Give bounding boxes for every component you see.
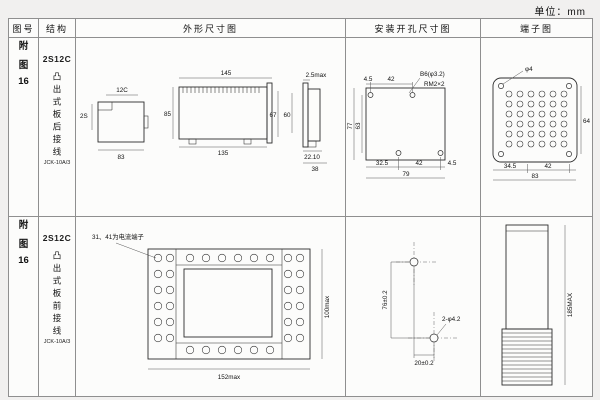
- dim-2s: 2S: [80, 113, 88, 120]
- figure-num: 16: [18, 255, 29, 266]
- figure-char: 附: [18, 220, 29, 231]
- mounting-holes: [409, 257, 439, 343]
- dim-76: 76±0.2: [382, 290, 389, 310]
- dim-phi4: φ4: [525, 66, 533, 73]
- dim-63: 63: [355, 122, 362, 130]
- dim-32-5: 32.5: [376, 160, 389, 167]
- dim-42-terminal: 42: [544, 163, 552, 170]
- terminal-grid: [505, 90, 568, 148]
- dim-77: 77: [347, 122, 354, 130]
- structure-cell-1: 2S12C 凸出式板后接线 JCK-10A/3: [38, 37, 76, 217]
- figure-cell-2: 附 图 16: [8, 216, 39, 397]
- outline-drawing-row1: 12C 2S 83: [80, 70, 328, 173]
- outline-cell-1: 12C 2S 83: [75, 37, 346, 217]
- dim-20: 20±0.2: [414, 360, 434, 367]
- relay-top-view: [91, 94, 149, 151]
- install2-dims: [390, 261, 447, 358]
- outline-drawing-row2: 31、41为电流端子: [92, 232, 331, 381]
- figure-cell-1: 附 图 16: [8, 37, 39, 217]
- col-header-outline: 外形尺寸图: [75, 18, 346, 38]
- dim-12c: 12C: [116, 87, 128, 94]
- structure-model: 2S12C: [42, 233, 72, 243]
- dim-100max: 100max: [324, 295, 331, 318]
- col-header-figure: 图号: [8, 18, 39, 38]
- hole-centerlines: [396, 242, 458, 362]
- terminal-drawing-row2: 185MAX: [501, 224, 574, 386]
- figure-char: 图: [18, 239, 29, 250]
- current-terminal-note: 31、41为电流端子: [92, 232, 144, 241]
- dim-64: 64: [583, 118, 591, 125]
- terminal-cell-2: 185MAX: [480, 216, 593, 397]
- dim-b6: B6(φ3.2): [420, 71, 445, 78]
- unit-label: 单位：mm: [534, 7, 586, 18]
- relay-front-view: [172, 77, 293, 148]
- structure-type: JCK-10A/3: [43, 159, 71, 166]
- dim-60: 60: [283, 112, 291, 119]
- dim-85: 85: [164, 111, 172, 118]
- dim-83-terminal: 83: [531, 173, 539, 180]
- terminal-dims: [493, 86, 582, 181]
- terminal-board: [492, 70, 578, 163]
- col-header-install: 安装开孔尺寸图: [345, 18, 481, 38]
- figure-char: 图: [18, 60, 29, 71]
- figure-char: 附: [18, 41, 29, 52]
- table-row-2: 附 图 16 2S12C 凸出式板前接线 JCK-10A/3 31、41为电流端…: [8, 216, 593, 397]
- dim-2-5max: 2.5max: [306, 72, 328, 79]
- mounting-plate: [353, 77, 446, 179]
- dim-38: 38: [311, 166, 319, 173]
- dim-34-5: 34.5: [504, 163, 517, 170]
- terminal-screws: [153, 253, 305, 355]
- install-drawing-row1: 4.5 42 B6(φ3.2) RM2×2 77 63 32.5 42 4.5 …: [347, 71, 457, 179]
- table-row-1: 附 图 16 2S12C 凸出式板后接线 JCK-10A/3: [8, 37, 593, 217]
- terminal-drawing-row1: φ4 64 34.5 42 83: [492, 66, 591, 181]
- dim-152max: 152max: [218, 374, 241, 381]
- relay-side-profile: [501, 224, 553, 386]
- dim-4-5-bottom: 4.5: [448, 160, 457, 167]
- dim-42-top: 42: [387, 76, 395, 83]
- structure-desc: 凸出式板后接线: [52, 72, 62, 160]
- outline-cell-2: 31、41为电流端子: [75, 216, 346, 397]
- dim-79: 79: [402, 171, 410, 178]
- outline2-dims: [148, 249, 323, 370]
- structure-desc: 凸出式板前接线: [52, 251, 62, 339]
- dim-22-10: 22.10: [304, 154, 320, 161]
- dim-42-bottom: 42: [415, 160, 423, 167]
- dim-185max: 185MAX: [567, 292, 574, 317]
- structure-info: 2S12C 凸出式板后接线 JCK-10A/3: [40, 39, 75, 180]
- figure-num: 16: [18, 76, 29, 87]
- col-header-structure: 结构: [38, 18, 76, 38]
- spec-table: 图号 结构 外形尺寸图 安装开孔尺寸图 端子图 附 图 16 2S12C 凸出式…: [8, 18, 593, 397]
- dim-83: 83: [117, 154, 125, 161]
- install-cell-1: 4.5 42 B6(φ3.2) RM2×2 77 63 32.5 42 4.5 …: [345, 37, 481, 217]
- dim-4-5-top: 4.5: [364, 76, 373, 83]
- dim-135: 135: [218, 150, 229, 157]
- structure-type: JCK-10A/3: [43, 338, 71, 345]
- relay-side-view: [302, 79, 327, 164]
- structure-info: 2S12C 凸出式板前接线 JCK-10A/3: [40, 218, 75, 359]
- figure-number: 附 图 16: [10, 218, 38, 266]
- install-drawing-row2: 76±0.2 2-φ4.2 20±0.2: [382, 242, 461, 367]
- figure-number: 附 图 16: [10, 39, 38, 87]
- dim-rm2: RM2×2: [424, 81, 445, 88]
- relay-front-view-terminals: [147, 248, 311, 360]
- dim-145: 145: [221, 70, 232, 77]
- header-row: 图号 结构 外形尺寸图 安装开孔尺寸图 端子图: [8, 18, 593, 38]
- install-cell-2: 76±0.2 2-φ4.2 20±0.2: [345, 216, 481, 397]
- structure-model: 2S12C: [42, 54, 72, 64]
- dim-2-phi4-2: 2-φ4.2: [442, 316, 461, 323]
- structure-cell-2: 2S12C 凸出式板前接线 JCK-10A/3: [38, 216, 76, 397]
- dim-67: 67: [269, 112, 277, 119]
- terminal-cell-1: φ4 64 34.5 42 83: [480, 37, 593, 217]
- col-header-terminal: 端子图: [480, 18, 593, 38]
